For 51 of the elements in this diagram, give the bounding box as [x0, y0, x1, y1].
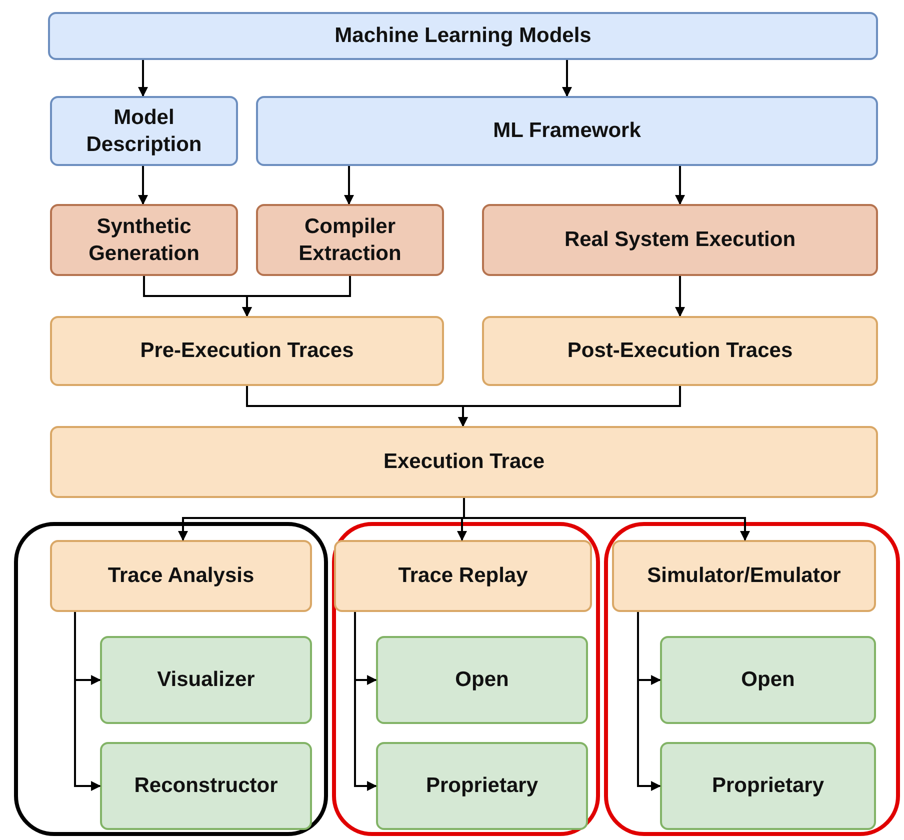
box-title: Proprietary — [426, 773, 538, 800]
process-box — [100, 636, 312, 724]
box-title: Pre-Execution Traces — [140, 338, 354, 364]
process-box — [50, 204, 238, 276]
box-title: Open — [741, 667, 795, 694]
process-box — [50, 96, 238, 166]
arrow — [74, 612, 101, 791]
box-title: Trace Analysis — [108, 563, 254, 590]
arrow — [463, 498, 750, 541]
process-box — [482, 316, 878, 386]
box-title: Execution Trace — [383, 449, 545, 476]
group-frame — [332, 522, 600, 836]
process-box — [100, 742, 312, 830]
box-title: Trace Replay — [398, 563, 528, 590]
arrow — [242, 276, 351, 317]
process-box — [612, 540, 876, 612]
box-title: Machine Learning Models — [334, 23, 592, 50]
arrow — [458, 386, 681, 427]
arrow — [138, 166, 148, 205]
process-box — [256, 204, 444, 276]
arrow — [138, 60, 148, 97]
box-title: Visualizer — [157, 667, 255, 694]
box-title: Reconstructor — [134, 773, 278, 800]
arrow — [675, 276, 685, 317]
group-frame — [14, 522, 328, 836]
box-title: Simulator/Emulator — [647, 563, 841, 590]
process-box — [50, 316, 444, 386]
process-box — [50, 426, 878, 498]
arrow — [344, 166, 354, 205]
box-title: Model Description — [85, 104, 203, 158]
box-title: ML Framework — [493, 118, 641, 144]
box-title: Real System Execution — [564, 227, 796, 254]
process-box — [660, 742, 876, 830]
process-box — [376, 742, 588, 830]
process-box — [482, 204, 878, 276]
arrow — [637, 612, 661, 791]
process-box — [256, 96, 878, 166]
arrow — [354, 612, 377, 791]
process-box — [660, 636, 876, 724]
process-box — [376, 636, 588, 724]
process-box — [50, 540, 312, 612]
box-title: Post-Execution Traces — [567, 338, 793, 364]
arrow — [675, 166, 685, 205]
process-box — [334, 540, 592, 612]
box-title: Synthetic Generation — [88, 214, 200, 267]
box-title: Open — [455, 667, 509, 694]
box-title: Compiler Extraction — [298, 214, 402, 267]
group-frame — [604, 522, 900, 836]
box-title: Proprietary — [712, 773, 824, 800]
arrow — [562, 60, 572, 97]
process-box — [48, 12, 878, 60]
